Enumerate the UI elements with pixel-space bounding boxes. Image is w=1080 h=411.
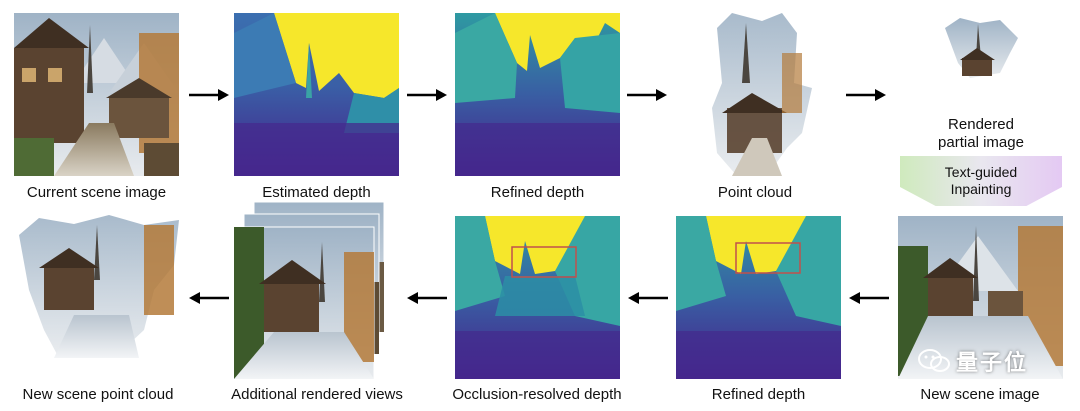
arrow-left-icon xyxy=(849,292,889,304)
rendered-partial-label-line1: Rendered xyxy=(948,116,1014,133)
arrow-left-icon xyxy=(407,292,447,304)
refined-depth-map-bottom xyxy=(676,216,841,379)
arrow-left-icon xyxy=(189,292,229,304)
refined-depth-top-label: Refined depth xyxy=(490,184,585,201)
rendered-partial-label-line2: partial image xyxy=(938,134,1024,151)
current-scene-image xyxy=(14,13,179,176)
new-scene-point-cloud-label: New scene point cloud xyxy=(22,386,174,403)
refined-depth-bottom-label: Refined depth xyxy=(711,386,806,403)
arrow-right-icon xyxy=(407,89,447,101)
watermark-text: 量子位 xyxy=(956,350,1029,375)
point-cloud-label: Point cloud xyxy=(717,184,793,201)
highlight-box xyxy=(735,242,801,274)
additional-rendered-views-label: Additional rendered views xyxy=(231,386,403,403)
point-cloud xyxy=(702,13,832,176)
inpainting-label-line2: Inpainting xyxy=(950,181,1012,197)
estimated-depth-map xyxy=(234,13,399,176)
new-scene-point-cloud xyxy=(14,210,182,360)
rendered-view-front xyxy=(234,226,375,379)
estimated-depth-label: Estimated depth xyxy=(262,184,371,201)
occlusion-resolved-depth-map xyxy=(455,216,620,379)
watermark: 量子位 xyxy=(918,346,1058,376)
refined-depth-map-top xyxy=(455,13,620,176)
arrow-left-icon xyxy=(628,292,668,304)
occlusion-resolved-depth-label: Occlusion-resolved depth xyxy=(452,386,622,403)
wechat-logo-icon xyxy=(918,349,950,372)
new-scene-image-label: New scene image xyxy=(920,386,1040,403)
highlight-box xyxy=(511,246,577,278)
rendered-partial-image xyxy=(940,18,1020,80)
text-guided-inpainting-banner xyxy=(900,156,1062,206)
inpainting-label: Text-guided Inpainting xyxy=(900,164,1062,198)
arrow-right-icon xyxy=(627,89,667,101)
arrow-right-icon xyxy=(846,89,886,101)
current-scene-image-label: Current scene image xyxy=(26,184,167,201)
arrow-right-icon xyxy=(189,89,229,101)
inpainting-label-line1: Text-guided xyxy=(944,164,1018,180)
additional-rendered-views xyxy=(234,202,386,379)
